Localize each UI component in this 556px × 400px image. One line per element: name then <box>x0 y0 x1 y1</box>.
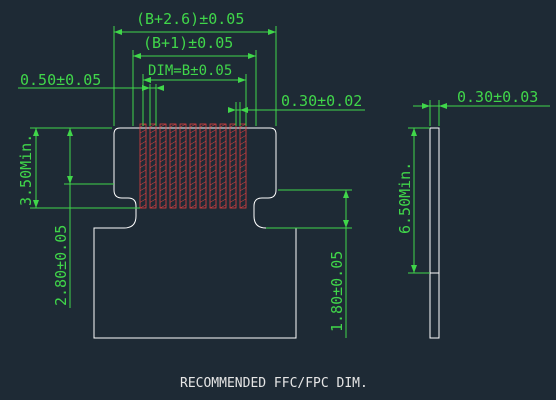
conductor-finger <box>139 123 147 209</box>
fpc-side-profile <box>429 127 440 339</box>
conductor-finger <box>179 123 187 209</box>
dim-b-plus-2-6-label: (B+2.6)±0.05 <box>136 10 244 28</box>
fpc-outline <box>93 127 297 339</box>
dim-min-length-label: 3.50Min. <box>17 134 35 206</box>
dim-b-plus-1-label: (B+1)±0.05 <box>143 34 233 52</box>
conductor-finger <box>199 123 207 209</box>
dim-ear-height-label: 1.80±0.05 <box>328 251 346 332</box>
dim-b-label: DIM=B±0.05 <box>148 63 232 79</box>
conductor-finger <box>169 123 177 209</box>
conductor-finger <box>229 123 237 209</box>
drawing-caption: RECOMMENDED FFC/FPC DIM. <box>180 376 368 391</box>
conductor-finger <box>159 123 167 209</box>
dim-finger-gap-label: 0.30±0.02 <box>281 92 362 110</box>
conductor-finger <box>149 123 157 209</box>
dimension-arrows <box>33 29 447 273</box>
dim-thickness-label: 0.30±0.03 <box>457 88 538 106</box>
conductor-finger <box>209 123 217 209</box>
conductor-finger <box>189 123 197 209</box>
conductor-finger <box>239 123 247 209</box>
dim-side-length-label: 6.50Min. <box>396 162 414 234</box>
dim-pitch-label: 0.50±0.05 <box>20 71 101 89</box>
conductor-fingers <box>139 123 247 209</box>
conductor-finger <box>219 123 227 209</box>
dim-neck-height-label: 2.80±0.05 <box>52 225 70 306</box>
dimension-lines <box>18 26 550 338</box>
